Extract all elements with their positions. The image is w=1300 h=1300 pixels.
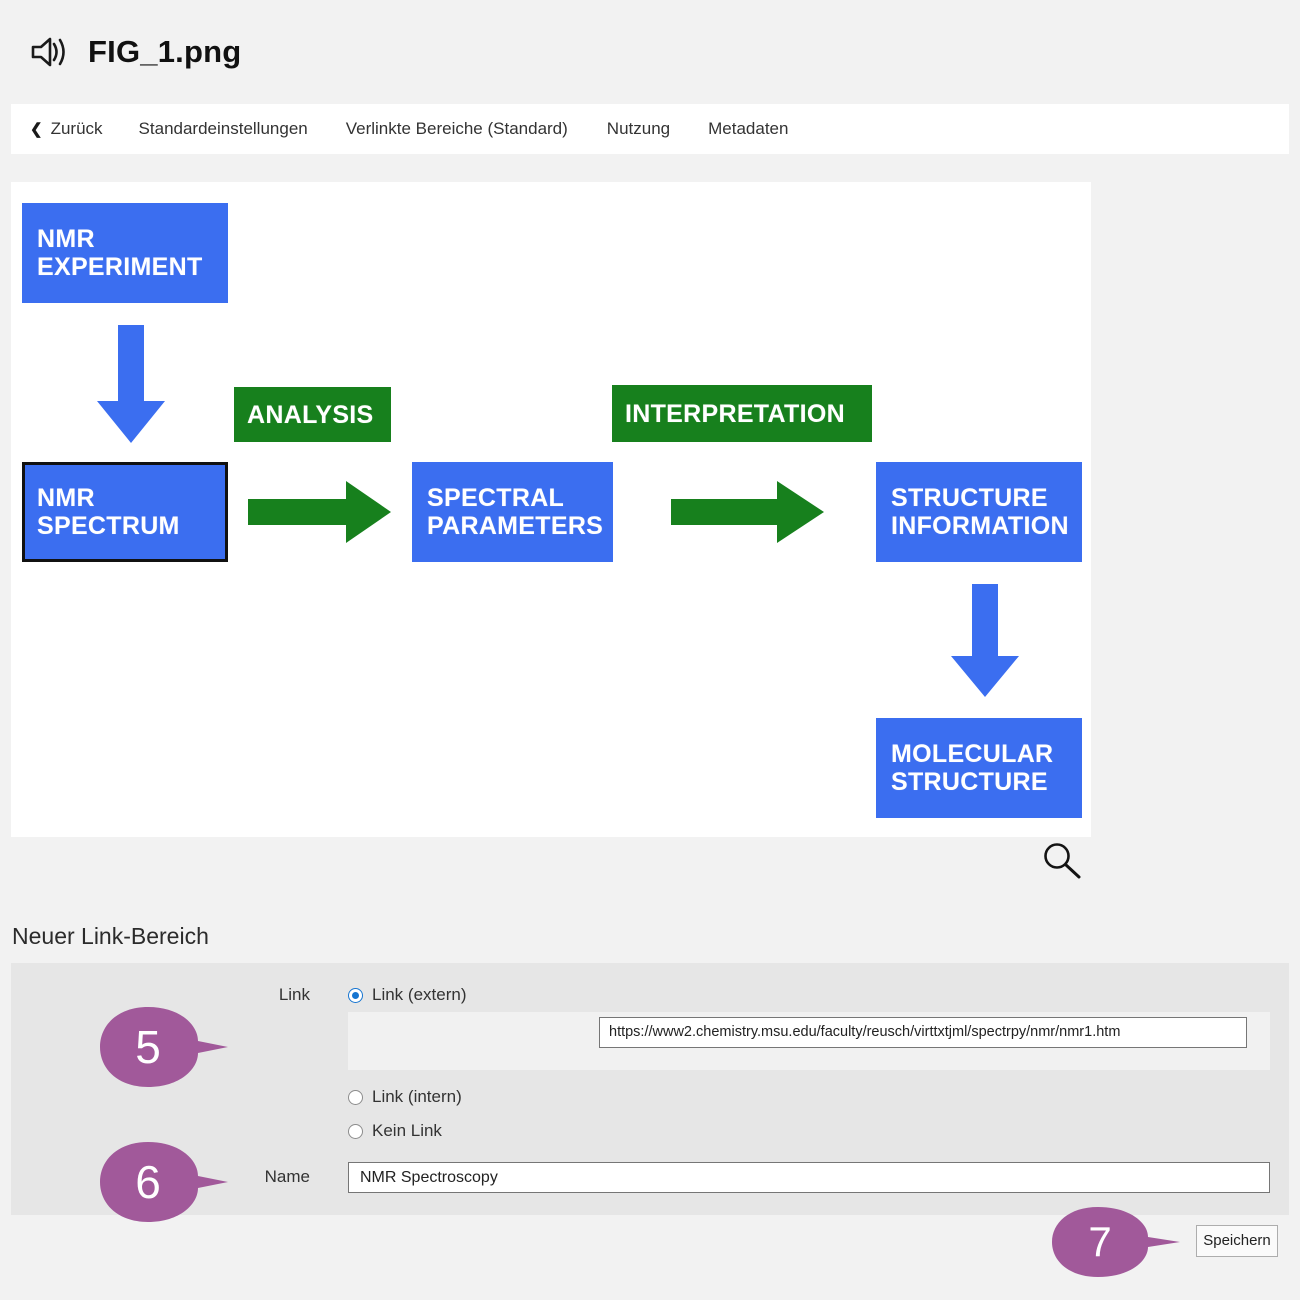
diagram-node-interpretation[interactable]: INTERPRETATION — [612, 385, 872, 442]
title-bar: FIG_1.png — [0, 0, 1300, 104]
page-title: FIG_1.png — [88, 34, 242, 69]
diagram-node-molecular-structure[interactable]: MOLECULAR STRUCTURE — [876, 718, 1082, 818]
node-line-2: SPECTRUM — [37, 512, 180, 540]
diagram-node-structure-information[interactable]: STRUCTURE INFORMATION — [876, 462, 1082, 562]
name-field-label: Name — [264, 1167, 310, 1186]
node-line-1: STRUCTURE — [891, 484, 1048, 512]
callout-marker-7: 7 — [1050, 1205, 1182, 1279]
diagram-node-spectral-parameters[interactable]: SPECTRAL PARAMETERS — [412, 462, 613, 562]
nav-item-verlinkte-bereiche[interactable]: Verlinkte Bereiche (Standard) — [345, 119, 568, 138]
callout-marker-5: 5 — [98, 1005, 230, 1089]
node-line-1: INTERPRETATION — [625, 399, 845, 428]
radio-link-extern[interactable]: Link (extern) — [348, 985, 466, 1005]
radio-link-extern-label: Link (extern) — [372, 985, 467, 1004]
url-input[interactable]: https://www2.chemistry.msu.edu/faculty/r… — [599, 1017, 1247, 1048]
chevron-left-icon: ❮ — [30, 120, 43, 138]
diagram-node-nmr-spectrum-selected[interactable]: NMR SPECTRUM — [22, 462, 228, 562]
node-line-2: EXPERIMENT — [37, 253, 203, 281]
nav-item-zurueck[interactable]: ❮ Zurück — [30, 119, 103, 139]
nav-item-standardeinstellungen[interactable]: Standardeinstellungen — [138, 119, 308, 138]
diagram-node-nmr-experiment[interactable]: NMR EXPERIMENT — [22, 203, 228, 303]
radio-button-indicator[interactable] — [348, 1089, 363, 1105]
arrow-right-icon — [671, 479, 826, 545]
image-preview-panel[interactable]: NMR EXPERIMENT NMR SPECTRUM ANALYSIS SPE… — [11, 182, 1091, 837]
node-line-2: INFORMATION — [891, 512, 1069, 540]
link-field-label: Link — [278, 985, 310, 1004]
radio-kein-link[interactable]: Kein Link — [348, 1121, 442, 1141]
arrow-down-icon — [949, 584, 1021, 699]
radio-kein-link-label: Kein Link — [372, 1121, 442, 1140]
arrow-right-icon — [248, 479, 393, 545]
section-heading-neuer-link-bereich: Neuer Link-Bereich — [12, 923, 209, 949]
save-button[interactable]: Speichern — [1196, 1225, 1278, 1257]
nav-item-zurueck-label: Zurück — [50, 119, 103, 138]
nav-bar: ❮ Zurück Standardeinstellungen Verlinkte… — [11, 104, 1289, 154]
arrow-down-icon — [95, 325, 167, 445]
name-input[interactable]: NMR Spectroscopy — [348, 1162, 1270, 1193]
node-line-1: NMR — [37, 225, 95, 253]
diagram-node-analysis[interactable]: ANALYSIS — [234, 387, 391, 442]
node-line-1: MOLECULAR — [891, 740, 1054, 768]
speaker-icon — [26, 32, 72, 72]
node-line-2: PARAMETERS — [427, 512, 604, 540]
radio-link-intern[interactable]: Link (intern) — [348, 1087, 462, 1107]
nav-item-nutzung[interactable]: Nutzung — [606, 119, 671, 138]
node-line-1: ANALYSIS — [247, 400, 374, 429]
radio-link-intern-label: Link (intern) — [372, 1087, 462, 1106]
node-line-1: SPECTRAL — [427, 484, 565, 512]
node-line-2: STRUCTURE — [891, 768, 1048, 796]
node-line-1: NMR — [37, 484, 95, 512]
nav-item-metadaten[interactable]: Metadaten — [708, 119, 789, 138]
magnifier-icon[interactable] — [1040, 841, 1090, 883]
radio-button-indicator[interactable] — [348, 987, 363, 1003]
radio-button-indicator[interactable] — [348, 1123, 363, 1139]
callout-marker-6: 6 — [98, 1140, 230, 1224]
